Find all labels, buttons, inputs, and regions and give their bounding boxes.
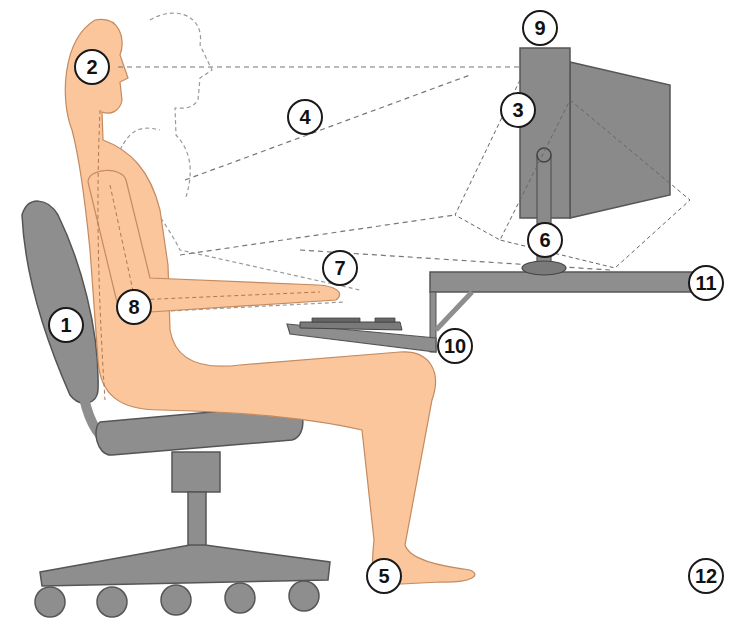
callout-number: 2 — [86, 57, 97, 77]
callout-number: 7 — [334, 258, 345, 278]
keyboard — [300, 322, 402, 330]
callout-circle: 9 — [522, 10, 558, 46]
callout-circle: 7 — [322, 250, 358, 286]
callout-number: 12 — [695, 566, 717, 586]
wheel — [289, 581, 319, 611]
callout-number: 9 — [534, 18, 545, 38]
chair-column — [188, 492, 206, 548]
callout-circle: 5 — [366, 558, 402, 594]
callout-circle: 1 — [48, 307, 84, 343]
callout-number: 8 — [128, 297, 139, 317]
chair-backrest — [22, 201, 98, 403]
wheel — [97, 587, 127, 617]
desk-bracket — [436, 292, 472, 330]
sight-line — [180, 215, 455, 255]
callout-circle: 2 — [74, 49, 110, 85]
monitor-base — [522, 261, 566, 275]
callout-number: 1 — [60, 315, 71, 335]
callout-number: 5 — [378, 566, 389, 586]
chair-wheels — [35, 581, 319, 617]
desk-top — [430, 272, 700, 292]
wheel — [161, 585, 191, 615]
callout-circle: 3 — [500, 92, 536, 128]
callout-number: 11 — [695, 273, 716, 293]
person-body — [65, 19, 475, 585]
callout-circle: 4 — [287, 99, 323, 135]
chair-column — [172, 452, 220, 492]
tilted-monitor-outline — [455, 80, 690, 268]
callout-number: 4 — [299, 107, 310, 127]
wheel — [35, 587, 65, 617]
wheel — [225, 583, 255, 613]
keyboard-keys — [312, 318, 395, 322]
callout-circle: 6 — [527, 222, 563, 258]
chair-base — [40, 545, 330, 586]
callout-circle: 8 — [116, 289, 152, 325]
skeleton-dash — [98, 110, 320, 400]
callout-number: 6 — [539, 230, 550, 250]
sight-line — [118, 66, 520, 67]
monitor-body — [570, 62, 670, 218]
callout-circle: 12 — [688, 558, 724, 594]
callout-circle: 10 — [437, 328, 473, 364]
callout-circle: 11 — [688, 265, 724, 301]
monitor-pivot — [537, 148, 551, 162]
callout-number: 10 — [444, 336, 466, 356]
sight-line — [185, 75, 470, 180]
callout-number: 3 — [512, 100, 523, 120]
